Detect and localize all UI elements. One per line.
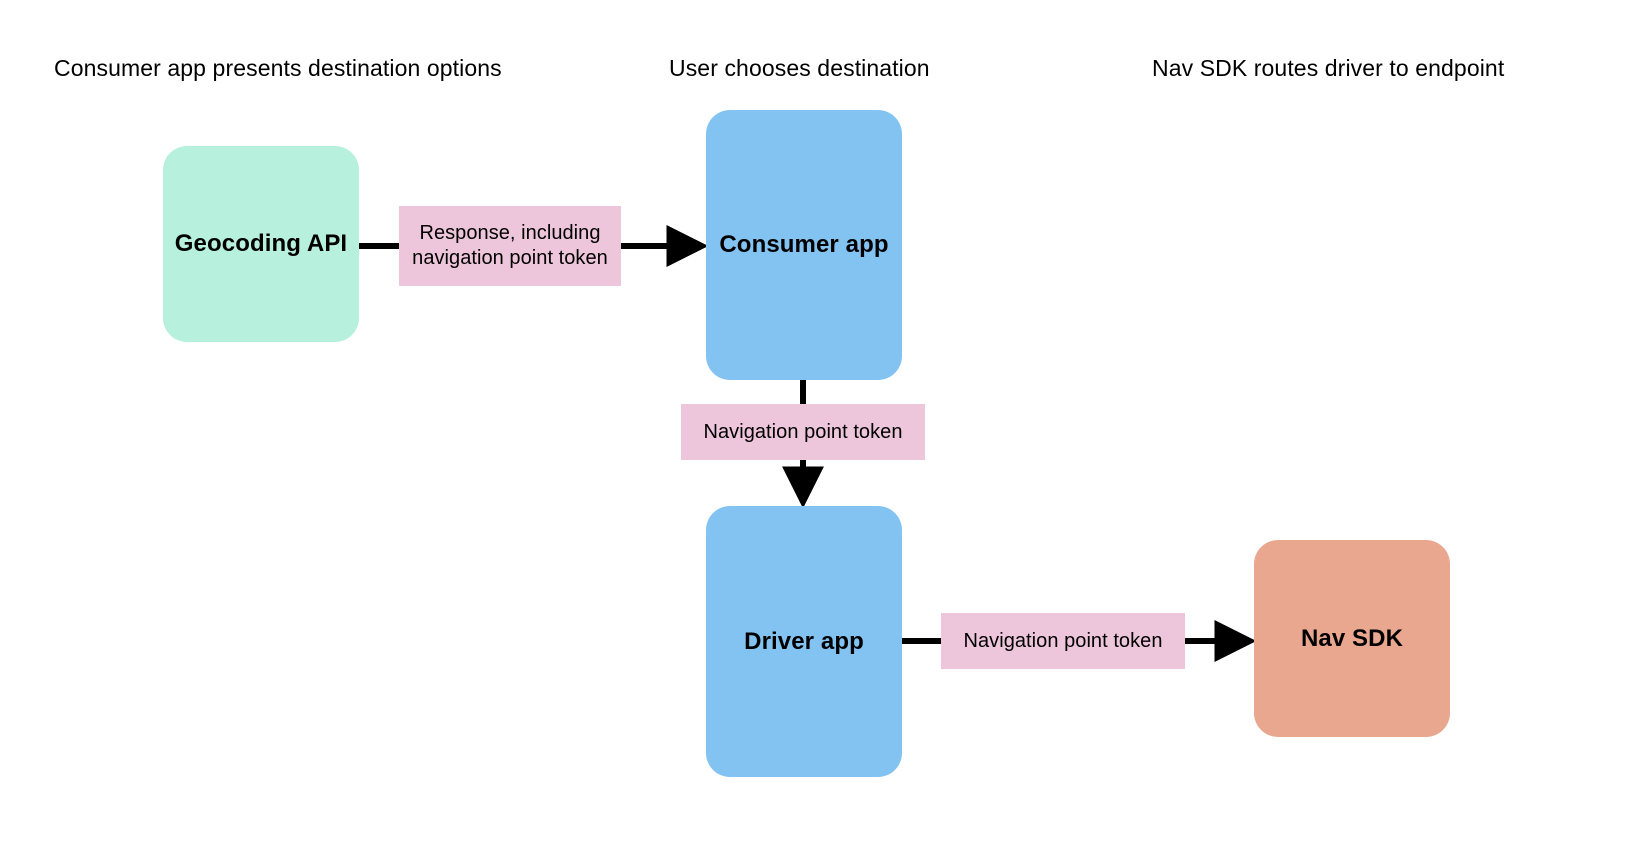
edge-label-navigation-point-token-consumer-to-driver: Navigation point token: [681, 404, 925, 460]
node-consumer-app-label: Consumer app: [719, 231, 889, 258]
edge-label-response-text: Response, including navigation point tok…: [412, 222, 608, 269]
edge-label-navigation-point-token-driver-to-navsdk: Navigation point token: [941, 613, 1185, 669]
edge-label-response-including-navigation-point-token: Response, including navigation point tok…: [399, 206, 621, 286]
node-driver-app-label: Driver app: [744, 627, 864, 655]
edge-label-navigation-point-token-vertical-text: Navigation point token: [703, 420, 903, 443]
node-driver-app[interactable]: Driver app: [706, 506, 902, 777]
node-geocoding-api-label: Geocoding API: [174, 230, 348, 257]
node-consumer-app[interactable]: Consumer app: [706, 110, 902, 380]
node-geocoding-api[interactable]: Geocoding API: [163, 146, 359, 342]
column-header-nav-sdk-routes-driver: Nav SDK routes driver to endpoint: [1152, 55, 1505, 81]
column-header-consumer-app-options: Consumer app presents destination option…: [54, 55, 502, 81]
edge-label-navigation-point-token-horizontal-text: Navigation point token: [963, 629, 1163, 652]
node-nav-sdk-label: Nav SDK: [1300, 624, 1404, 652]
column-header-user-chooses-destination: User chooses destination: [669, 55, 930, 81]
node-nav-sdk[interactable]: Nav SDK: [1254, 540, 1450, 737]
